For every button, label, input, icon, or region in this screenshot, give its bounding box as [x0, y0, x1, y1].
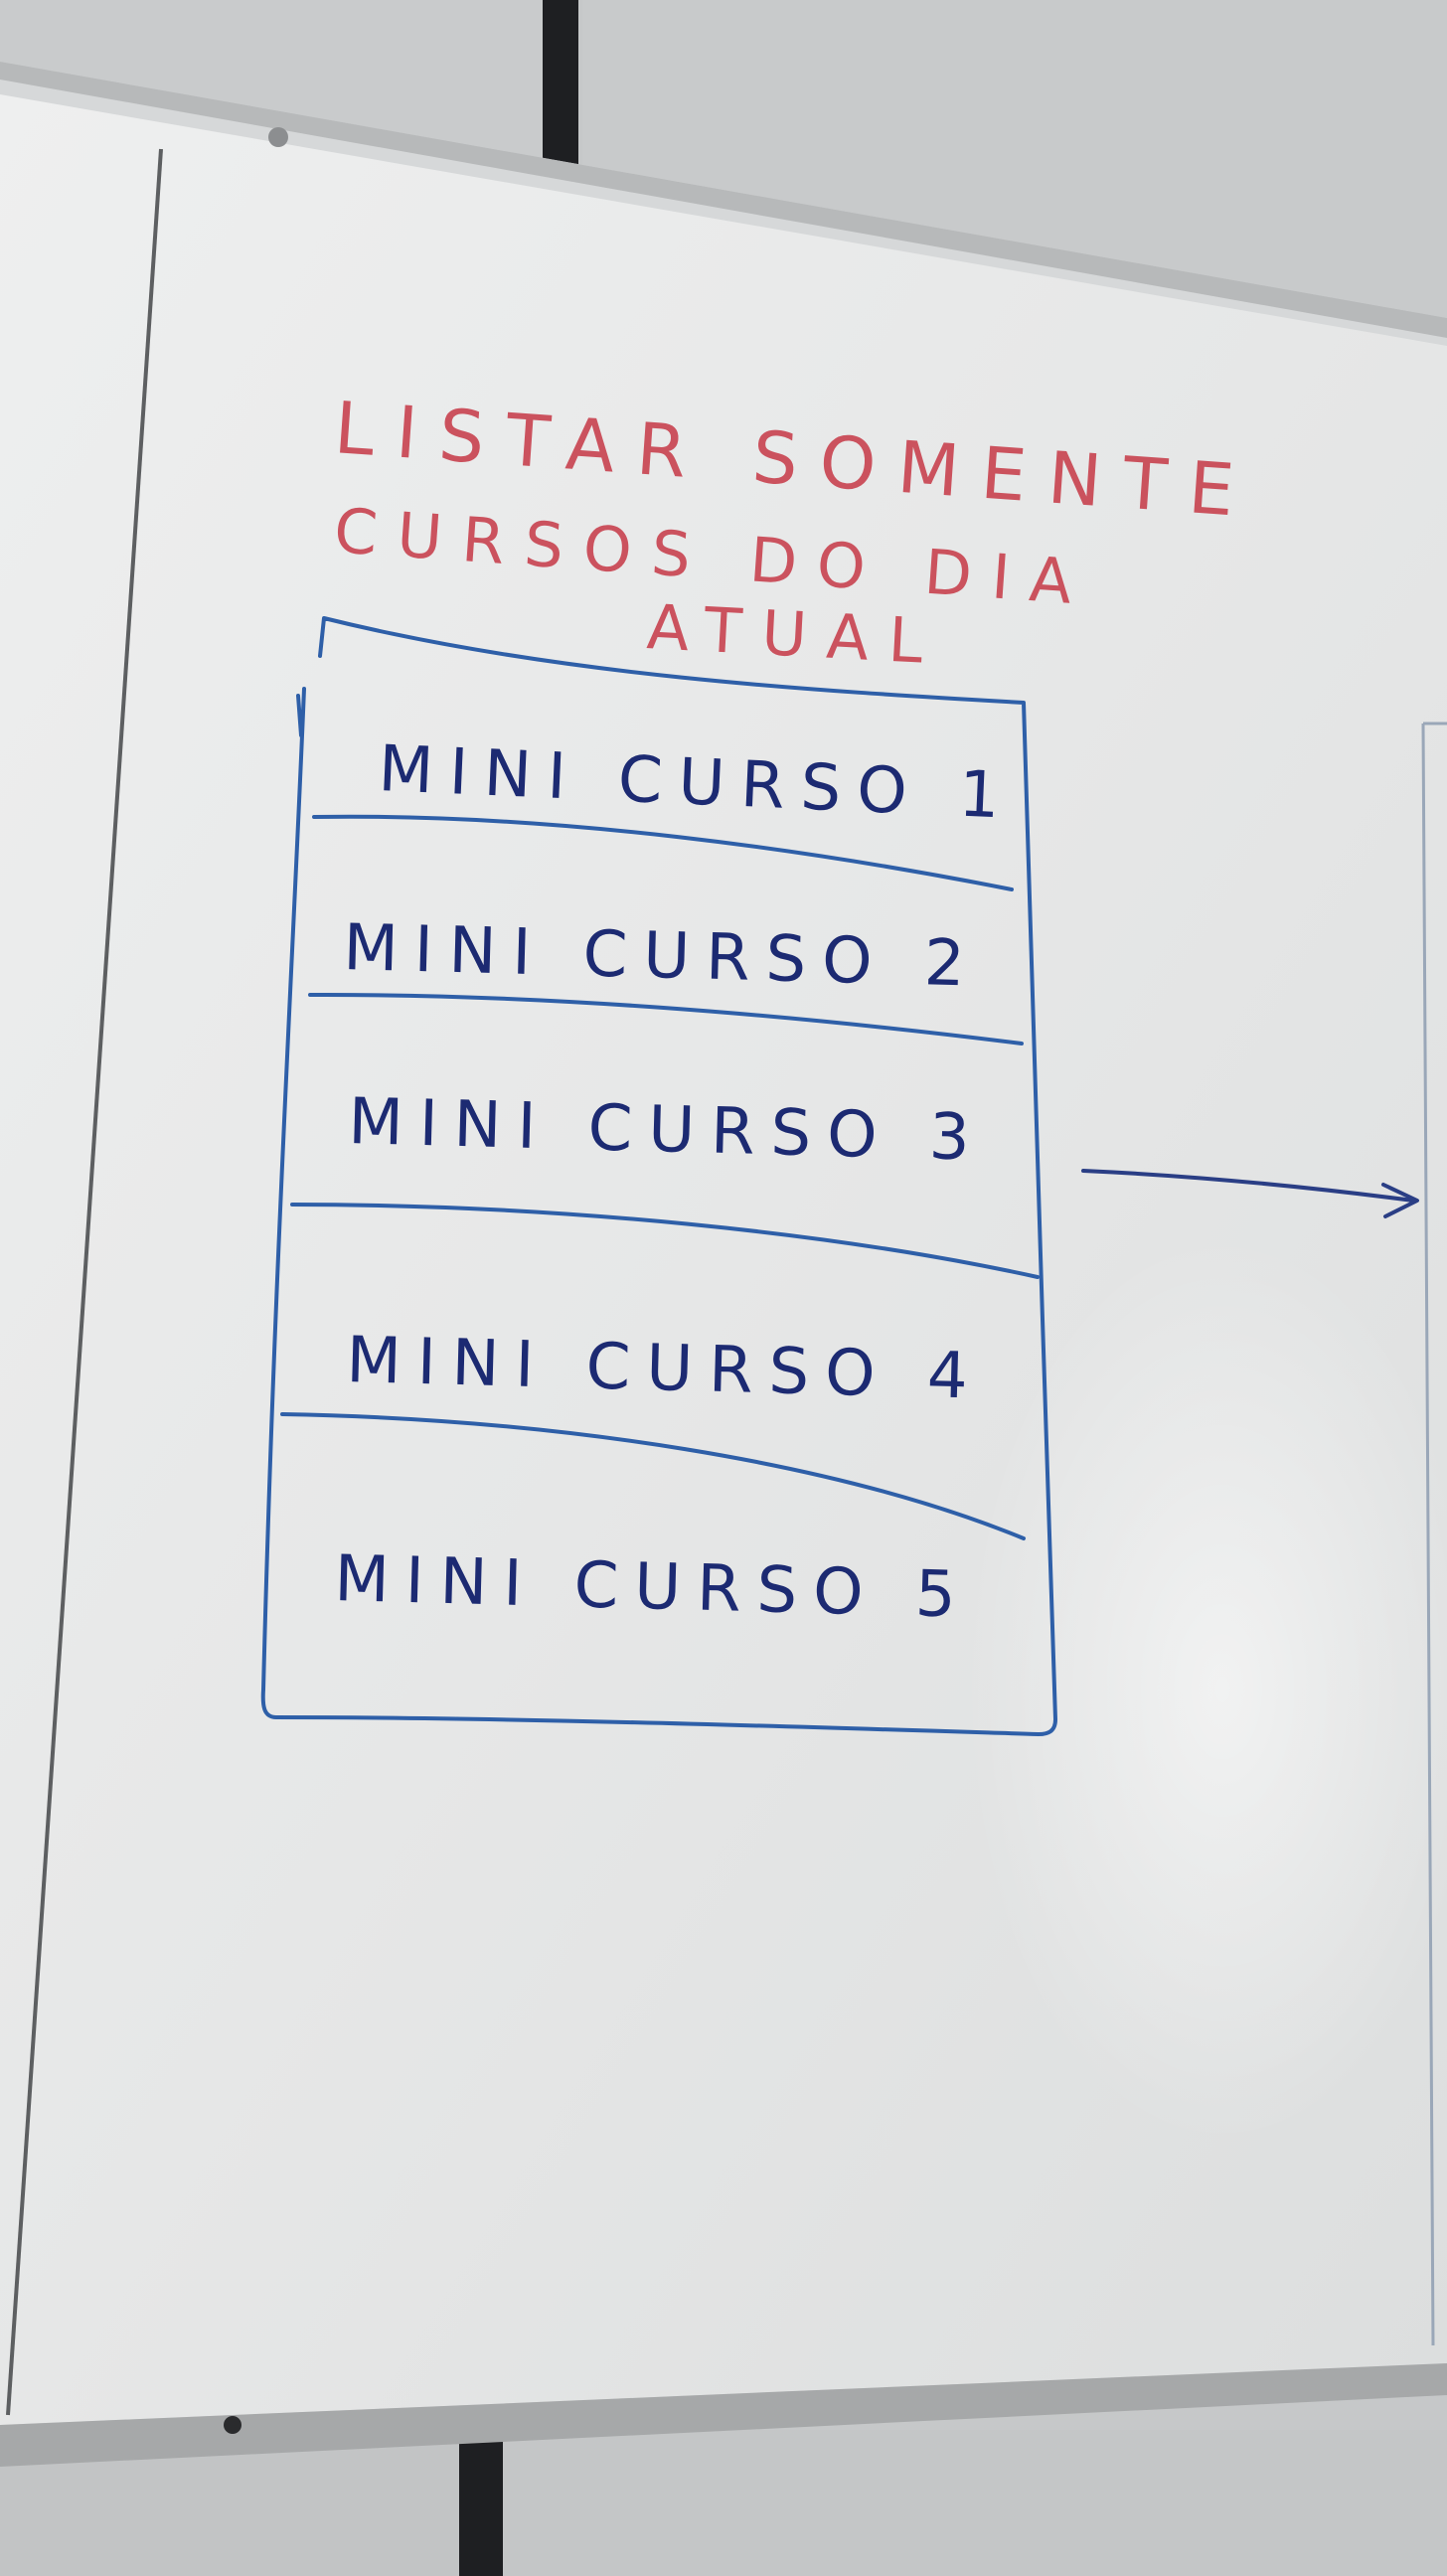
arrow-head: [1381, 1183, 1419, 1218]
list-box-outline: [260, 616, 1057, 1736]
row-divider-1: [312, 814, 1014, 891]
list-item-3: MINI CURSO 3: [348, 1085, 987, 1176]
list-item-5: MINI CURSO 5: [334, 1542, 973, 1633]
list-item-4: MINI CURSO 4: [346, 1324, 985, 1414]
board-frame-top-edge: [0, 62, 1447, 338]
board-tray: [0, 2363, 1447, 2467]
board-panel-seam: [6, 148, 163, 2416]
board-screw-top: [268, 127, 288, 147]
wall-seam-bottom: [459, 2435, 503, 2576]
row-divider-3: [290, 1203, 1040, 1279]
row-divider-4: [280, 1412, 1026, 1540]
arrow-right-icon: [1081, 1169, 1419, 1218]
title-line-3: ATUAL: [645, 590, 944, 678]
arrow-shaft: [1081, 1169, 1415, 1203]
list-item-2: MINI CURSO 2: [343, 911, 982, 1002]
board-screw-bottom: [224, 2416, 241, 2434]
wall-bottom-right: [503, 2430, 1447, 2576]
list-box: [260, 616, 1057, 1736]
right-box-edge: [1421, 722, 1447, 2346]
board-glare: [964, 1232, 1447, 2147]
wall-seam-top: [543, 0, 578, 174]
row-divider-2: [308, 992, 1024, 1046]
